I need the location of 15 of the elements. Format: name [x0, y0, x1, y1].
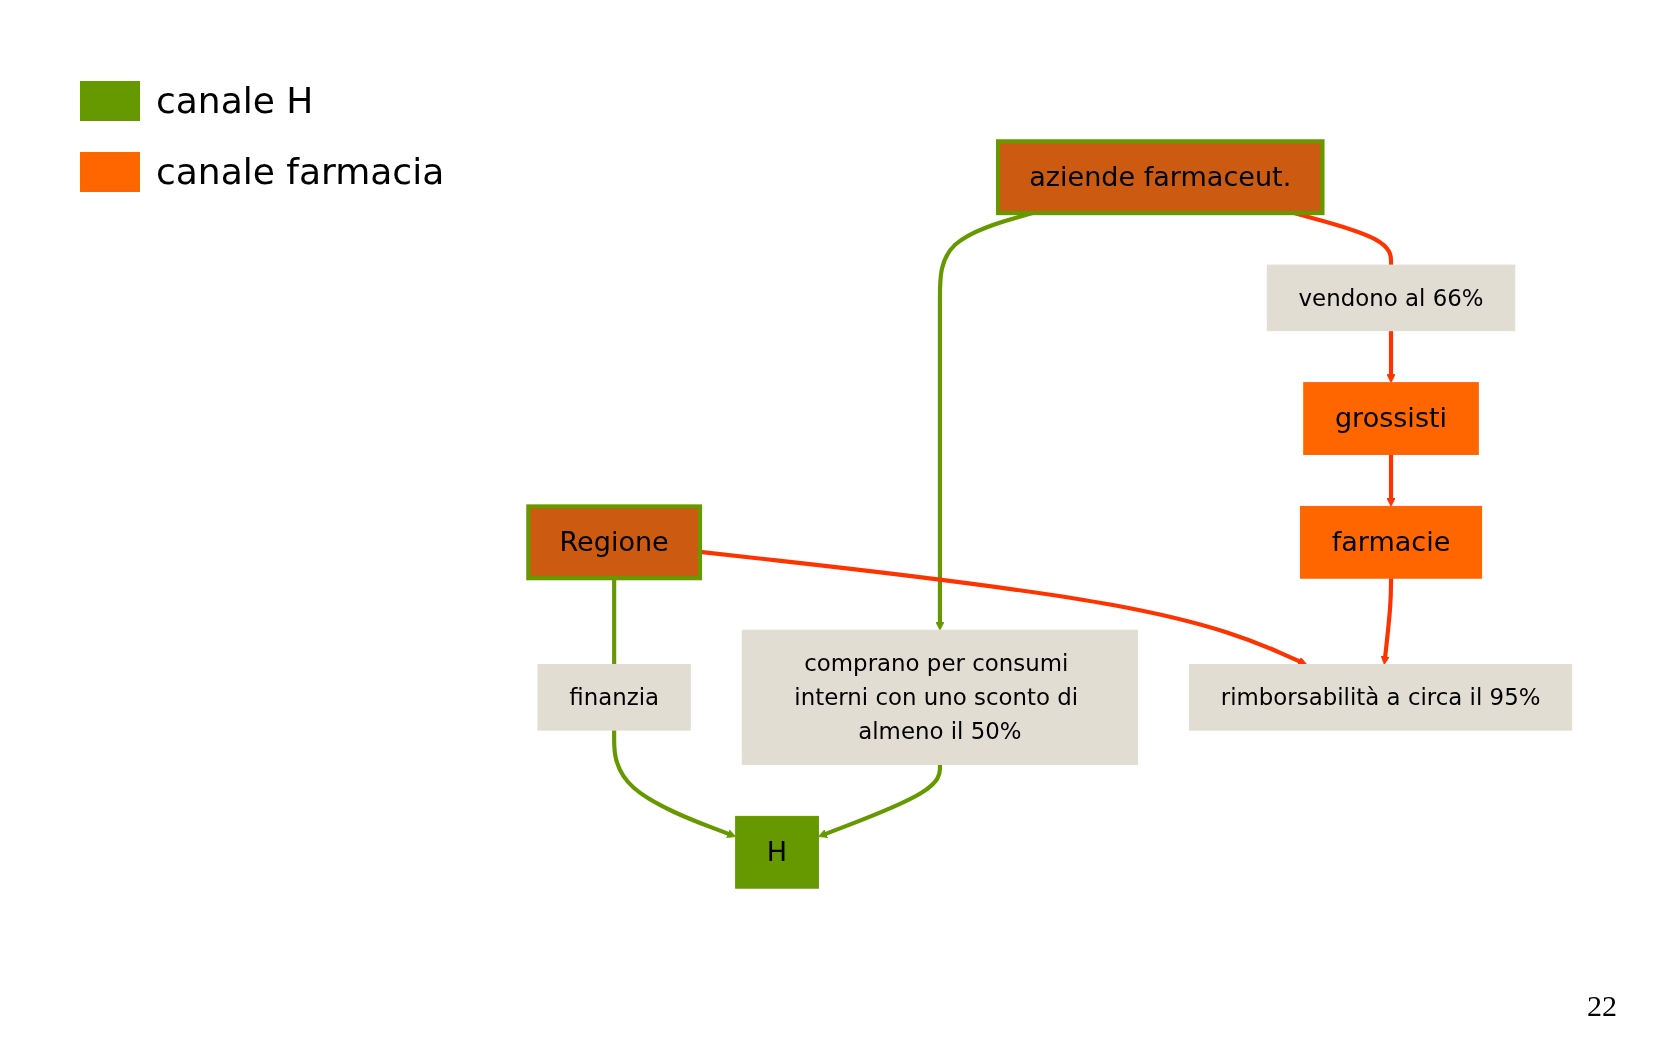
- arrow: [1386, 330, 1396, 384]
- node-box: farmacie: [1299, 506, 1483, 579]
- node-box: aziende farmaceut.: [996, 139, 1325, 216]
- node-box: finanzia: [537, 664, 691, 731]
- node-box: vendono al 66%: [1266, 264, 1516, 332]
- legend-text: canale farmacia: [156, 151, 445, 192]
- node-box: Regione: [526, 504, 703, 581]
- legend-text: canale H: [156, 80, 314, 121]
- node-box: rimborsabilità a circa il 95%: [1189, 664, 1573, 731]
- page-number: 22: [1587, 989, 1617, 1023]
- arrow: [818, 764, 942, 839]
- node-box: comprano per consumi interni con uno sconto di almeno il 50%: [741, 629, 1139, 766]
- node-box: grossisti: [1303, 382, 1479, 456]
- arrow: [1380, 578, 1394, 666]
- node-box: H: [735, 816, 819, 889]
